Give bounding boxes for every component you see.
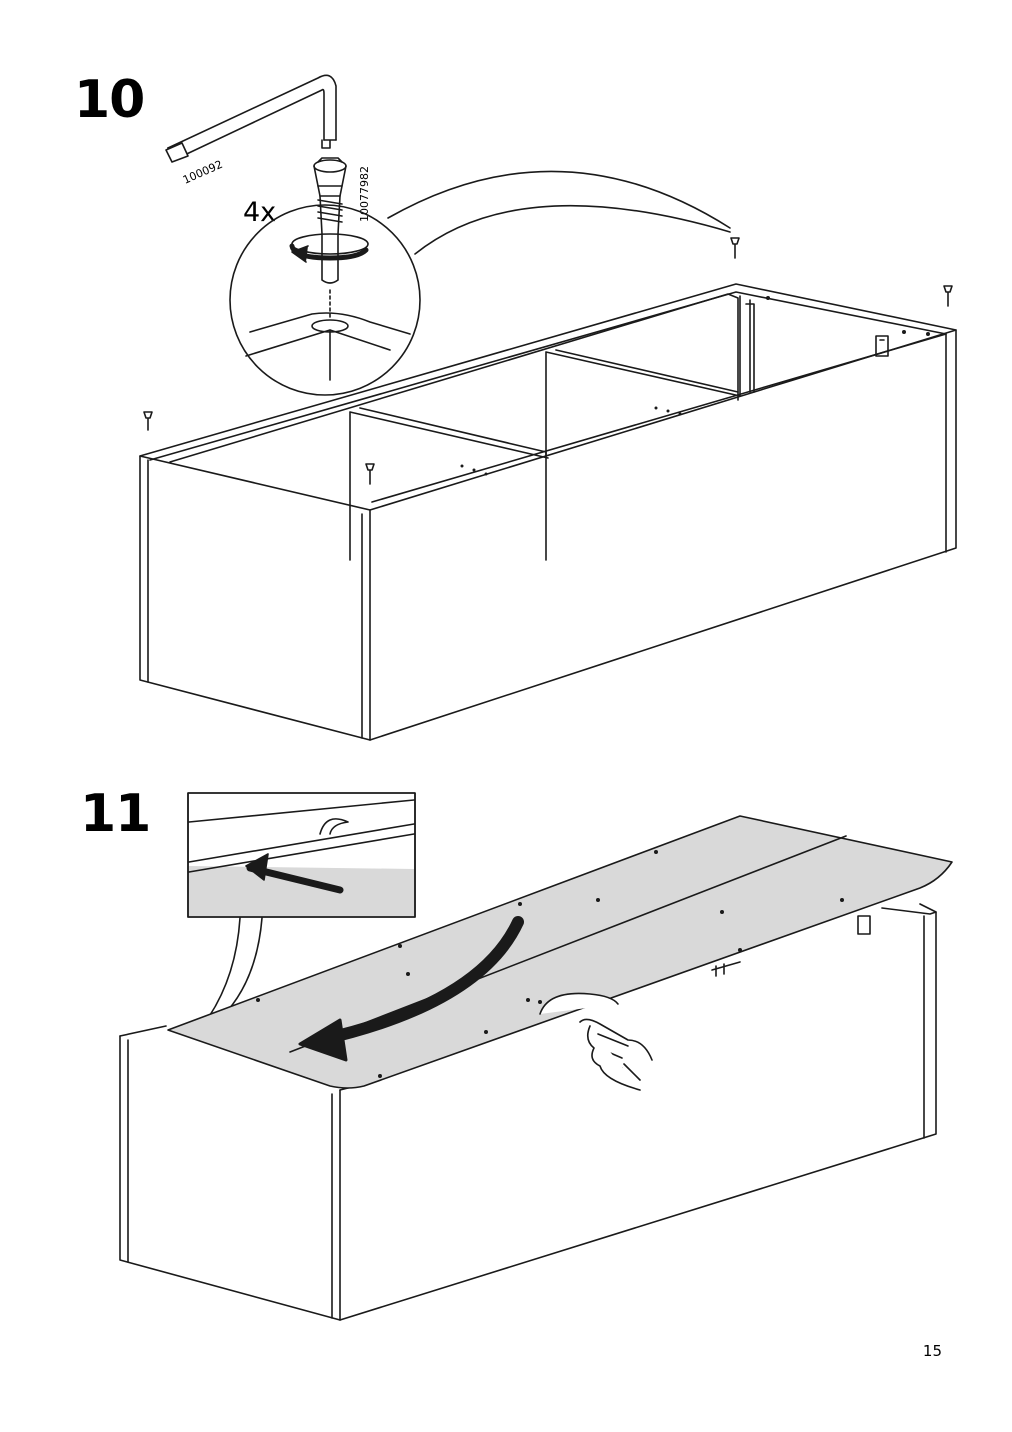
tool-code-label: 100092 bbox=[181, 158, 225, 187]
back-panel bbox=[167, 815, 953, 1089]
push-arrow-icon bbox=[298, 916, 524, 1062]
cabinet-step-11 bbox=[119, 903, 937, 1321]
screw-marker-2 bbox=[365, 463, 375, 485]
step-10-number: 10 bbox=[74, 70, 145, 130]
callout-line bbox=[387, 170, 731, 229]
detail-box bbox=[187, 792, 416, 918]
hand-icon bbox=[579, 1018, 653, 1091]
screw-marker-1 bbox=[143, 411, 153, 431]
detail-circle bbox=[229, 204, 421, 396]
screw-marker-3 bbox=[730, 237, 740, 259]
rotate-arrow-icon bbox=[289, 233, 369, 263]
cabinet-step-10 bbox=[139, 283, 957, 741]
allen-key-icon bbox=[165, 74, 337, 163]
screw-icon bbox=[313, 157, 347, 284]
step-11-illustration bbox=[119, 792, 953, 1321]
part-code-label: 10077982 bbox=[358, 166, 371, 222]
quantity-label: 4x bbox=[243, 197, 276, 228]
screw-marker-4 bbox=[943, 285, 953, 307]
page-number: 15 bbox=[922, 1342, 942, 1360]
step-10-illustration: 100092 10077982 4x bbox=[139, 74, 957, 741]
step-11-number: 11 bbox=[80, 784, 151, 844]
